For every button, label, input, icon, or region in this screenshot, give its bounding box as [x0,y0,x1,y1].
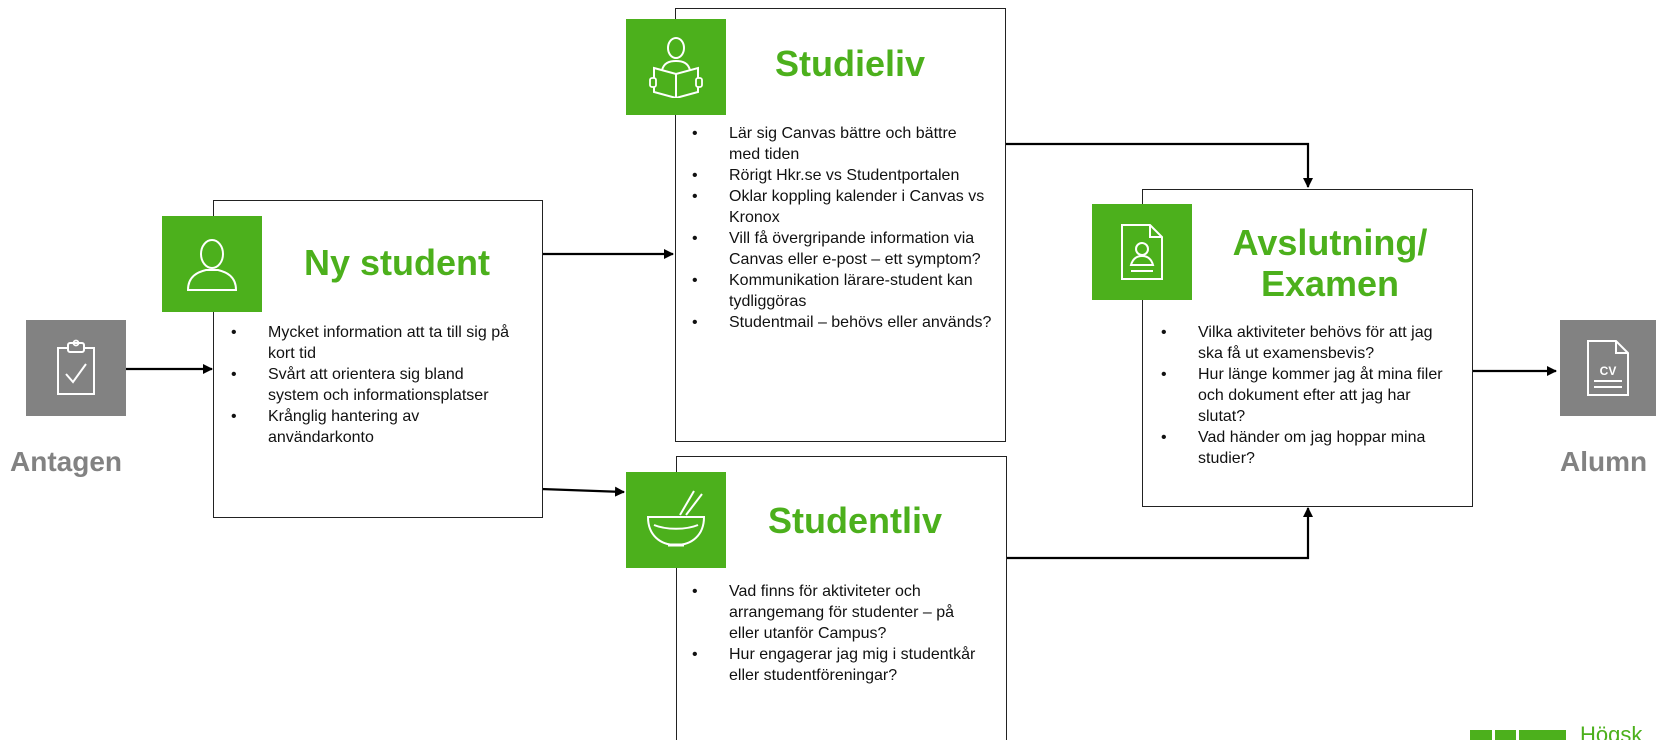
list-item: Oklar koppling kalender i Canvas vs Kron… [692,186,992,228]
cv-icon-text: CV [1600,364,1617,378]
reading-person-icon [649,37,703,98]
arrow-studieliv-to-avslutning [1004,142,1313,188]
list-item: Rörigt Hkr.se vs Studentportalen [692,165,992,186]
avslutning-title-line2: Examen [1260,263,1400,305]
alumn-tile: CV [1560,320,1656,416]
university-logo-icon [1470,730,1566,740]
ny-student-title: Ny student [303,242,490,283]
avslutning-list: Vilka aktiviteter behövs för att jag ska… [1161,322,1461,469]
avslutning-title-line1: Avslutning/ [1232,222,1428,263]
list-item: Svårt att orientera sig bland system och… [231,364,511,406]
list-item: Hur engagerar jag mig i studentkår eller… [692,644,982,686]
studentliv-title: Studentliv [767,500,942,541]
arrow-ny-student-to-studentliv [540,486,625,497]
bowl-chopsticks-icon [646,490,706,547]
arrow-studentliv-to-avslutning [1007,507,1313,560]
diploma-document-icon [1121,224,1163,280]
logo-text: Högsk [1580,724,1643,740]
antagen-tile [26,320,126,416]
list-item: Vill få övergripande information via Can… [692,228,992,270]
list-item: Vad händer om jag hoppar mina studier? [1161,427,1461,469]
list-item: Krånglig hantering av användarkonto [231,406,511,448]
studieliv-title: Studieliv [774,43,926,84]
ny-student-tile [162,216,262,312]
list-item: Mycket information att ta till sig på ko… [231,322,511,364]
person-icon [186,239,238,291]
alumn-label: Alumn [1560,446,1648,477]
list-item: Lär sig Canvas bättre och bättre med tid… [692,123,992,165]
clipboard-check-icon [57,339,95,395]
list-item: Studentmail – behövs eller används? [692,312,992,333]
avslutning-tile [1092,204,1192,300]
list-item: Vilka aktiviteter behövs för att jag ska… [1161,322,1461,364]
studieliv-list: Lär sig Canvas bättre och bättre med tid… [692,123,992,333]
university-logo: Högsk [1470,724,1656,740]
cv-document-icon: CV [1587,340,1629,396]
studieliv-tile [626,19,726,115]
list-item: Kommunikation lärare-student kan tydligg… [692,270,992,312]
avslutning-title: Avslutning/ Examen [1200,222,1460,305]
studentliv-tile [626,472,726,568]
list-item: Hur länge kommer jag åt mina filer och d… [1161,364,1461,427]
ny-student-list: Mycket information att ta till sig på ko… [231,322,511,448]
antagen-label: Antagen [10,446,122,477]
list-item: Vad finns för aktiviteter och arrangeman… [692,581,982,644]
studentliv-list: Vad finns för aktiviteter och arrangeman… [692,581,982,686]
